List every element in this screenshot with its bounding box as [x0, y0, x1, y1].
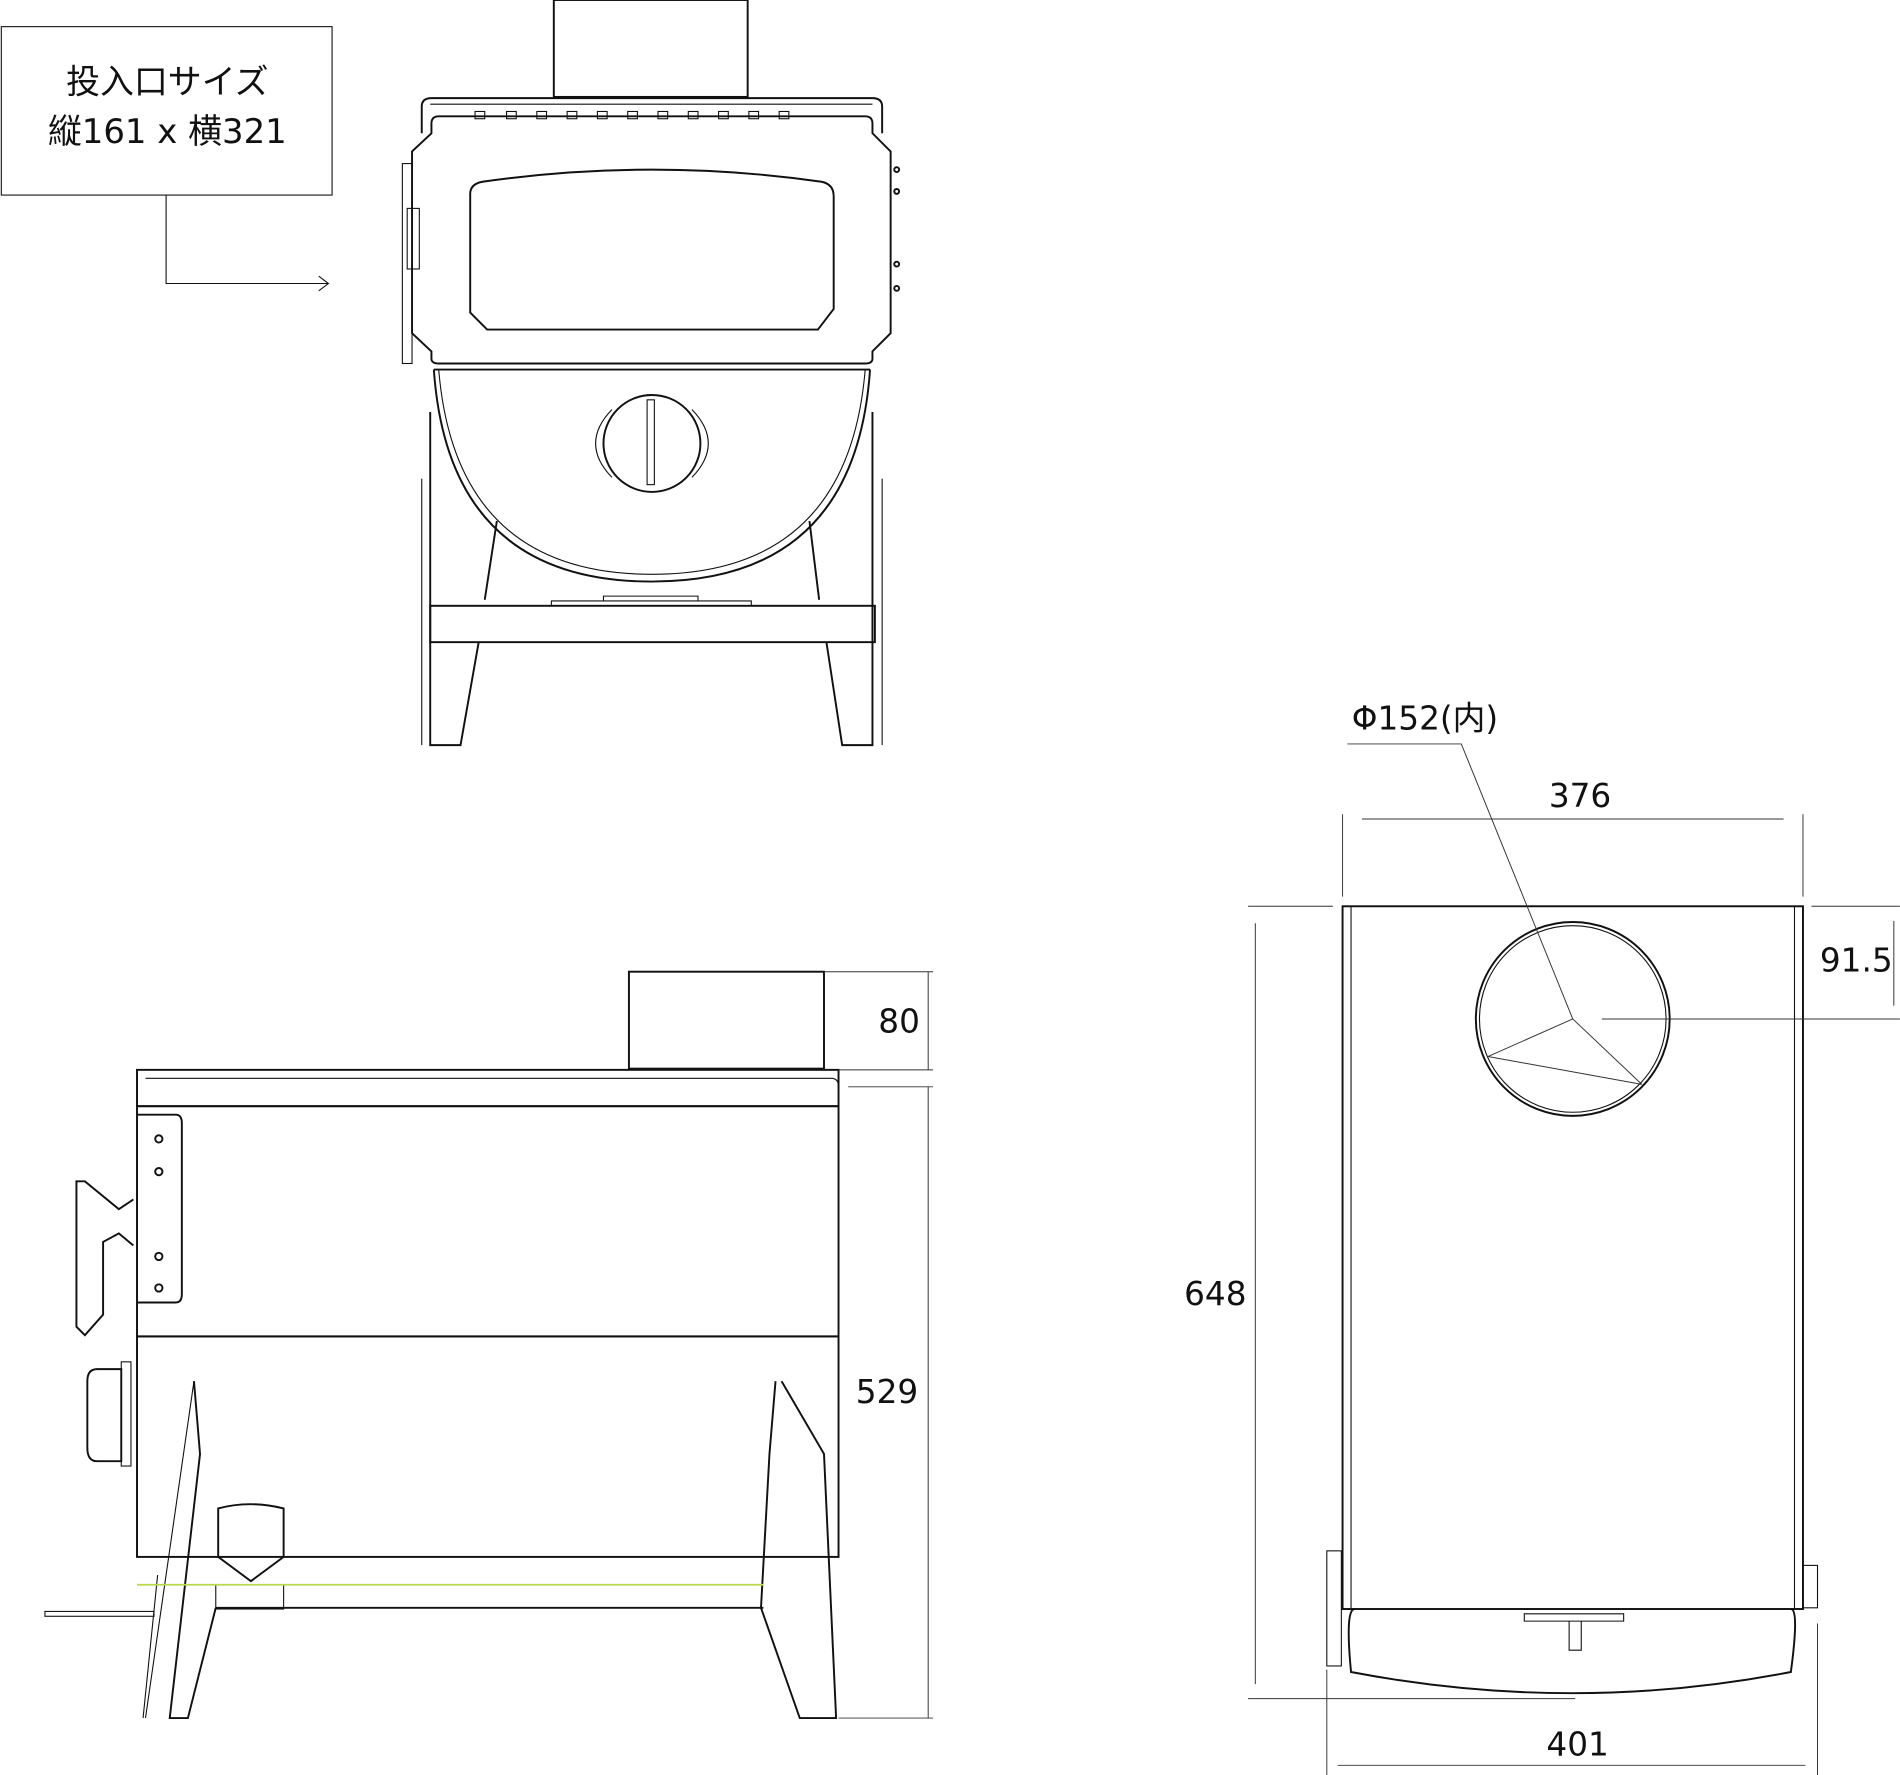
- dim-flue-diameter: Φ152(内): [1352, 699, 1498, 737]
- front-view: [401, 0, 901, 747]
- note-size: 縦161 x 横321: [48, 112, 287, 151]
- ash-tray: [1347, 1608, 1797, 1695]
- door-handle: [75, 1180, 134, 1337]
- damper-handle: [646, 399, 655, 486]
- top-view: Φ152(内) 376 91.5 648 401: [1184, 699, 1900, 1775]
- chimney: [552, 0, 749, 98]
- dim-chimney-height: 80: [878, 1002, 920, 1040]
- top-plate: [136, 1068, 840, 1108]
- side-legs: [168, 1380, 838, 1720]
- top-plate: [1341, 905, 1804, 1610]
- door: [411, 115, 892, 365]
- hinge-plate: [137, 1113, 183, 1304]
- side-view: 80 529: [44, 970, 934, 1720]
- top-vents: [474, 110, 790, 120]
- dim-top-width: 376: [1549, 777, 1611, 815]
- arrow-icon: [165, 195, 330, 292]
- air-damper: [602, 394, 702, 493]
- tray-handle: [1523, 1613, 1625, 1651]
- hinge-right: [1802, 1564, 1819, 1609]
- damper-knob: [86, 1368, 123, 1463]
- dim-body-height: 529: [856, 1373, 918, 1411]
- tray-handle: [217, 1503, 285, 1583]
- dim-bottom-width: 401: [1546, 1726, 1608, 1764]
- legs: [429, 411, 874, 747]
- chimney: [627, 970, 825, 1070]
- note-title: 投入口サイズ: [66, 62, 268, 101]
- door-window: [469, 168, 835, 331]
- barrel: [432, 369, 872, 583]
- opening-size-note: 投入口サイズ 縦161 x 横321: [0, 26, 333, 292]
- door-hinge: [401, 163, 413, 365]
- door-bolts: [893, 166, 901, 292]
- lower-body: [136, 1335, 840, 1558]
- ash-tray: [429, 604, 876, 644]
- dim-depth: 648: [1184, 1275, 1246, 1313]
- upper-body: [136, 1105, 840, 1338]
- dim-flue-offset: 91.5: [1820, 942, 1893, 980]
- hinge-left: [1326, 1550, 1342, 1667]
